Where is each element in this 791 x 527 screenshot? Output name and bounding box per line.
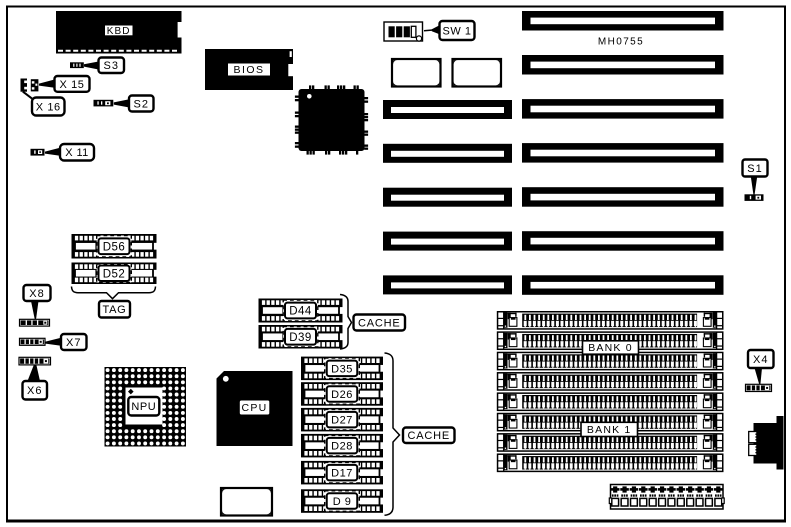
svg-text:D44: D44 [289, 306, 312, 318]
svg-text:D56: D56 [103, 241, 126, 253]
svg-text:X8: X8 [29, 288, 44, 300]
svg-text:BANK 1: BANK 1 [587, 424, 632, 436]
svg-text:BIOS: BIOS [233, 64, 264, 76]
svg-text:BANK 0: BANK 0 [588, 342, 633, 354]
svg-text:D35: D35 [331, 363, 353, 375]
svg-text:D28: D28 [331, 441, 353, 453]
svg-text:MH0755: MH0755 [598, 37, 644, 48]
svg-text:D26: D26 [331, 389, 353, 401]
svg-text:CACHE: CACHE [407, 430, 450, 442]
svg-text:S3: S3 [104, 60, 119, 72]
svg-text:KBD: KBD [107, 26, 131, 37]
svg-text:X4: X4 [753, 354, 768, 366]
svg-text:SW 1: SW 1 [443, 25, 472, 37]
svg-text:X 11: X 11 [65, 147, 88, 159]
svg-text:TAG: TAG [103, 304, 127, 316]
svg-text:X6: X6 [27, 385, 42, 397]
svg-text:CACHE: CACHE [358, 317, 401, 329]
svg-text:S1: S1 [747, 163, 762, 175]
svg-text:D17: D17 [331, 468, 353, 480]
svg-text:S2: S2 [134, 98, 149, 110]
svg-text:CPU: CPU [241, 402, 267, 414]
svg-text:X 15: X 15 [59, 79, 84, 91]
svg-text:X7: X7 [66, 337, 81, 349]
svg-text:X 16: X 16 [36, 101, 61, 113]
svg-text:D27: D27 [331, 415, 353, 427]
svg-text:D52: D52 [103, 268, 126, 280]
svg-text:D39: D39 [289, 332, 312, 344]
svg-text:D 9: D 9 [333, 496, 352, 508]
svg-text:NPU: NPU [131, 401, 156, 413]
